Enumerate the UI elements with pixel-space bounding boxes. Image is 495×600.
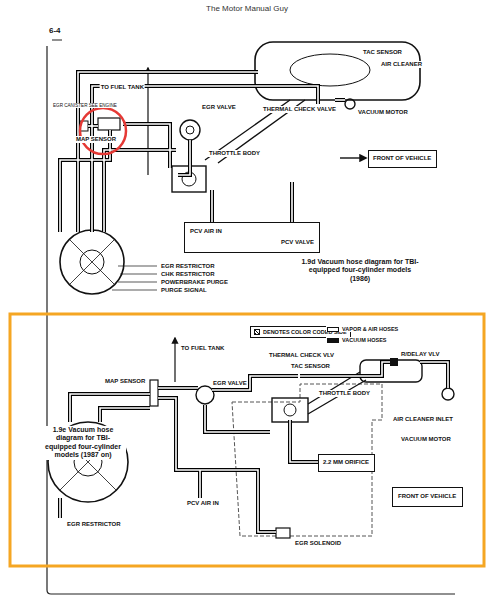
part-label: THROTTLE BODY [318,390,371,397]
pcv-region-box: PCV AIR IN PCV VALVE [184,222,320,253]
part-label: THERMAL CHECK VALVE [262,106,337,113]
part-label: THERMAL CHECK VLV [268,352,335,359]
part-label: EGR SOLENOID [294,540,342,547]
page-number: 6-4 [48,26,62,35]
part-label: CHK RESTRICTOR [160,271,216,278]
part-label: EGR RESTRICTOR [66,521,122,528]
part-label: TAC SENSOR [290,363,331,370]
part-label: VACUUM MOTOR [357,109,409,116]
node-text: PCV AIR IN [190,228,222,235]
part-label: TO FUEL TANK [100,84,145,91]
part-label: PCV AIR IN [186,500,220,507]
part-label: MAP SENSOR [104,378,146,385]
legend-swatch [254,329,260,335]
legend-item: VACUUM HOSES [326,337,388,343]
part-label: AIR CLEANER [380,61,423,68]
node-text: FRONT OF VEHICLE [373,155,431,162]
orifice-box: 2.2 MM ORIFICE [318,454,375,472]
figure-caption: 1.9d Vacuum hose diagram for TBI-equippe… [300,258,420,283]
part-label: R/DELAY VLV [400,351,441,358]
node-text: 2.2 MM ORIFICE [323,459,369,466]
part-label: VACUUM MOTOR [400,436,452,443]
node-text: FRONT OF VEHICLE [398,493,456,500]
legend-swatch [327,327,339,332]
legend-text: VACUUM HOSES [342,337,387,343]
part-label: EGR VALVE [212,380,248,387]
part-label: EGR RESTRICTOR [160,263,216,270]
node-text: PCV VALVE [281,239,314,246]
legend-swatch [327,338,339,343]
part-label: POWERBRAKE PURGE [160,279,229,286]
part-label: EGR VALVE [201,104,237,111]
direction-box: FRONT OF VEHICLE [368,150,437,168]
direction-box: FRONT OF VEHICLE [392,487,463,507]
part-label: AIR CLEANER INLET [392,416,454,423]
part-label: TO FUEL TANK [180,345,225,352]
page-header: The Motor Manual Guy [205,4,289,13]
legend-text: VAPOR & AIR HOSES [342,326,398,332]
part-label: PURGE SIGNAL [160,287,208,294]
part-label: EGR CANISTER SEE ENGINE [52,103,118,108]
part-label: TAC SENSOR [362,49,403,56]
part-label: MAP SENSOR [75,136,117,143]
part-label: THROTTLE BODY [208,150,261,157]
figure-caption: 1.9e Vacuum hose diagram for TBI-equippe… [40,426,126,460]
legend-item: VAPOR & AIR HOSES [326,326,399,332]
